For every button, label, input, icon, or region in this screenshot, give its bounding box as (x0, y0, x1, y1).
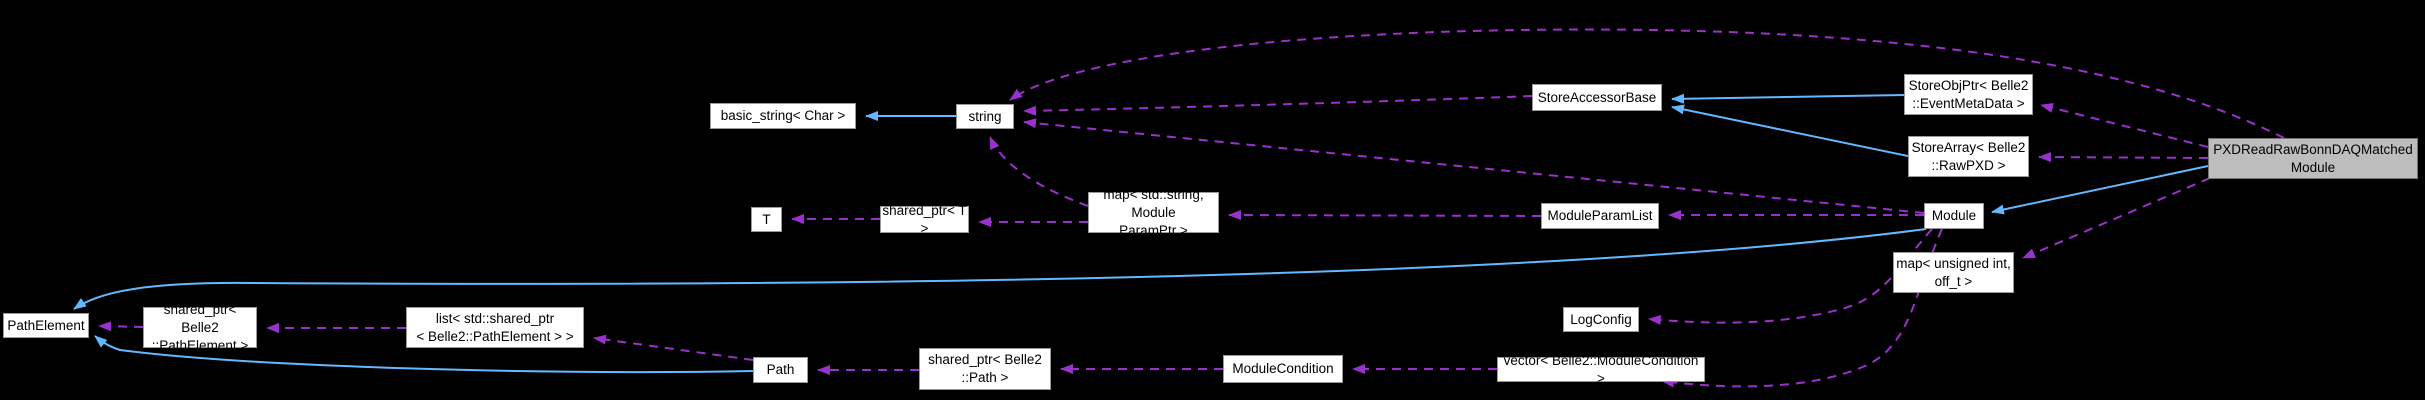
node-shared-ptr-t[interactable]: shared_ptr< T > (880, 203, 969, 236)
node-store-accessor-base[interactable]: StoreAccessorBase (1532, 84, 1662, 111)
node-map-string-moduleparamptr[interactable]: map< std::string, Module ParamPtr > (1088, 187, 1219, 238)
edge-storeobjptr-to-storeaccessorbase (1671, 93, 1905, 104)
node-pxd-read-raw-bonn-daq-matched-module: PXDReadRawBonnDAQMatched Module (2208, 138, 2418, 179)
edge-path-to-pathelement (94, 335, 754, 374)
edge-path-to-list (593, 334, 754, 361)
node-map-unsigned-off-t[interactable]: map< unsigned int, off_t > (1893, 252, 2014, 293)
edge-mainmodule-to-storearray (2038, 152, 2209, 163)
edge-mainmodule-to-storeobjptr (2040, 103, 2209, 148)
node-log-config[interactable]: LogConfig (1563, 307, 1639, 332)
node-shared-ptr-path[interactable]: shared_ptr< Belle2 ::Path > (919, 348, 1051, 390)
node-list-shared-ptr-path-element[interactable]: list< std::shared_ptr < Belle2::PathElem… (406, 307, 584, 348)
node-path[interactable]: Path (753, 357, 808, 383)
node-store-array[interactable]: StoreArray< Belle2 ::RawPXD > (1908, 136, 2029, 177)
edge-storearray-to-storeaccessorbase (1671, 104, 1909, 157)
edge-module-to-string (1023, 118, 1925, 214)
node-module-condition[interactable]: ModuleCondition (1223, 355, 1343, 383)
edge-moduleparamlist-to-mapstring (1228, 210, 1542, 221)
edge-mainmodule-to-string (1009, 28, 2285, 139)
edge-sharedptrpathelement-to-pathelement (98, 321, 144, 332)
node-basic-string[interactable]: basic_string< Char > (710, 103, 856, 129)
node-path-element[interactable]: PathElement (3, 313, 89, 338)
edge-mapstring-to-string (989, 136, 1089, 207)
edge-mainmodule-to-mapunsigned (2022, 177, 2211, 259)
node-t[interactable]: T (751, 207, 782, 232)
node-string[interactable]: string (956, 104, 1014, 129)
node-module[interactable]: Module (1924, 203, 1984, 229)
edge-module-to-pathelement (73, 228, 1927, 310)
edge-mainmodule-to-module (1991, 165, 2209, 215)
node-shared-ptr-path-element[interactable]: shared_ptr< Belle2 ::PathElement > (143, 302, 257, 353)
node-store-obj-ptr[interactable]: StoreObjPtr< Belle2 ::EventMetaData > (1904, 74, 2033, 115)
edge-storeaccessorbase-to-string (1023, 95, 1533, 116)
edge-module-to-vectormodulecondition (1661, 228, 1943, 388)
node-module-param-list[interactable]: ModuleParamList (1541, 203, 1659, 229)
node-vector-module-condition[interactable]: vector< Belle2::ModuleCondition > (1497, 353, 1705, 386)
